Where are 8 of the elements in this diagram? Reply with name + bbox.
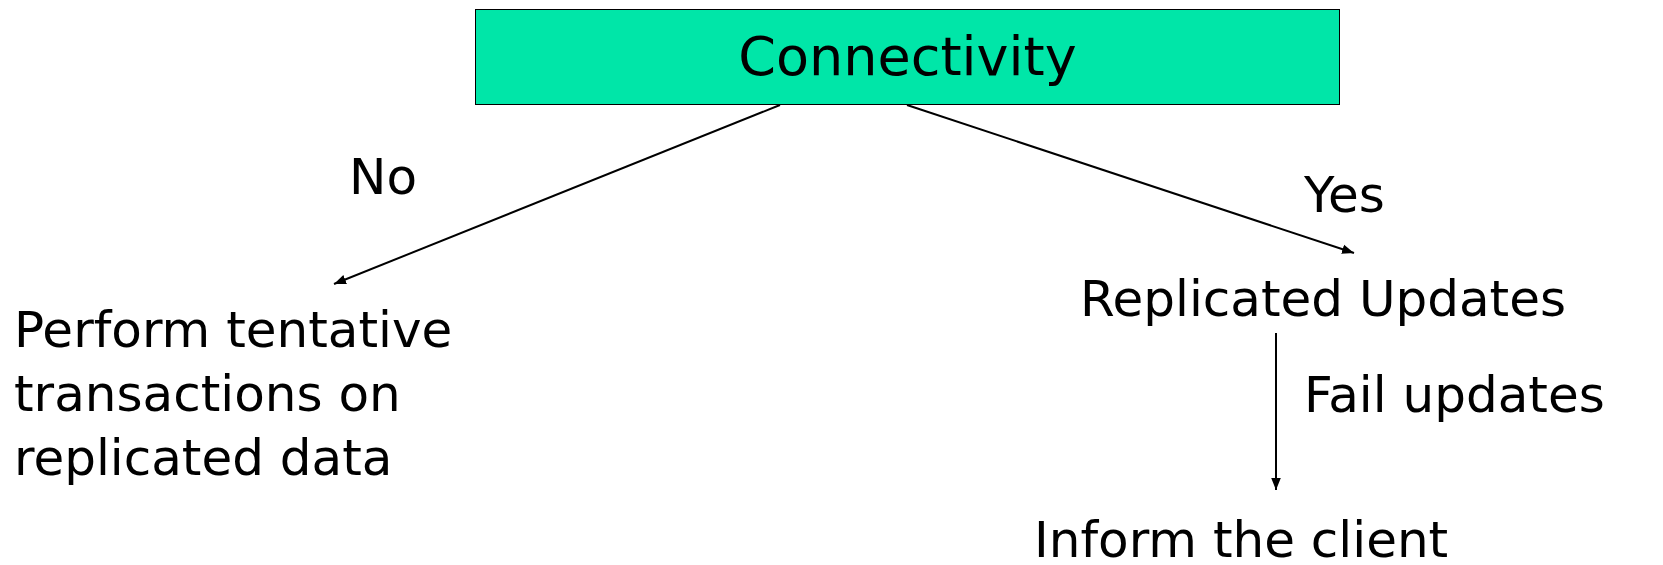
node-text: Perform tentative transactions on replicated data	[14, 300, 454, 489]
node-text: Inform the client	[1034, 510, 1450, 565]
arrow	[333, 104, 781, 285]
node-text: Replicated Updates	[1080, 269, 1568, 330]
arrow	[1271, 332, 1281, 491]
box-label: Connectivity	[738, 24, 1077, 91]
decision-box	[475, 9, 1340, 105]
arrow	[906, 104, 1355, 254]
